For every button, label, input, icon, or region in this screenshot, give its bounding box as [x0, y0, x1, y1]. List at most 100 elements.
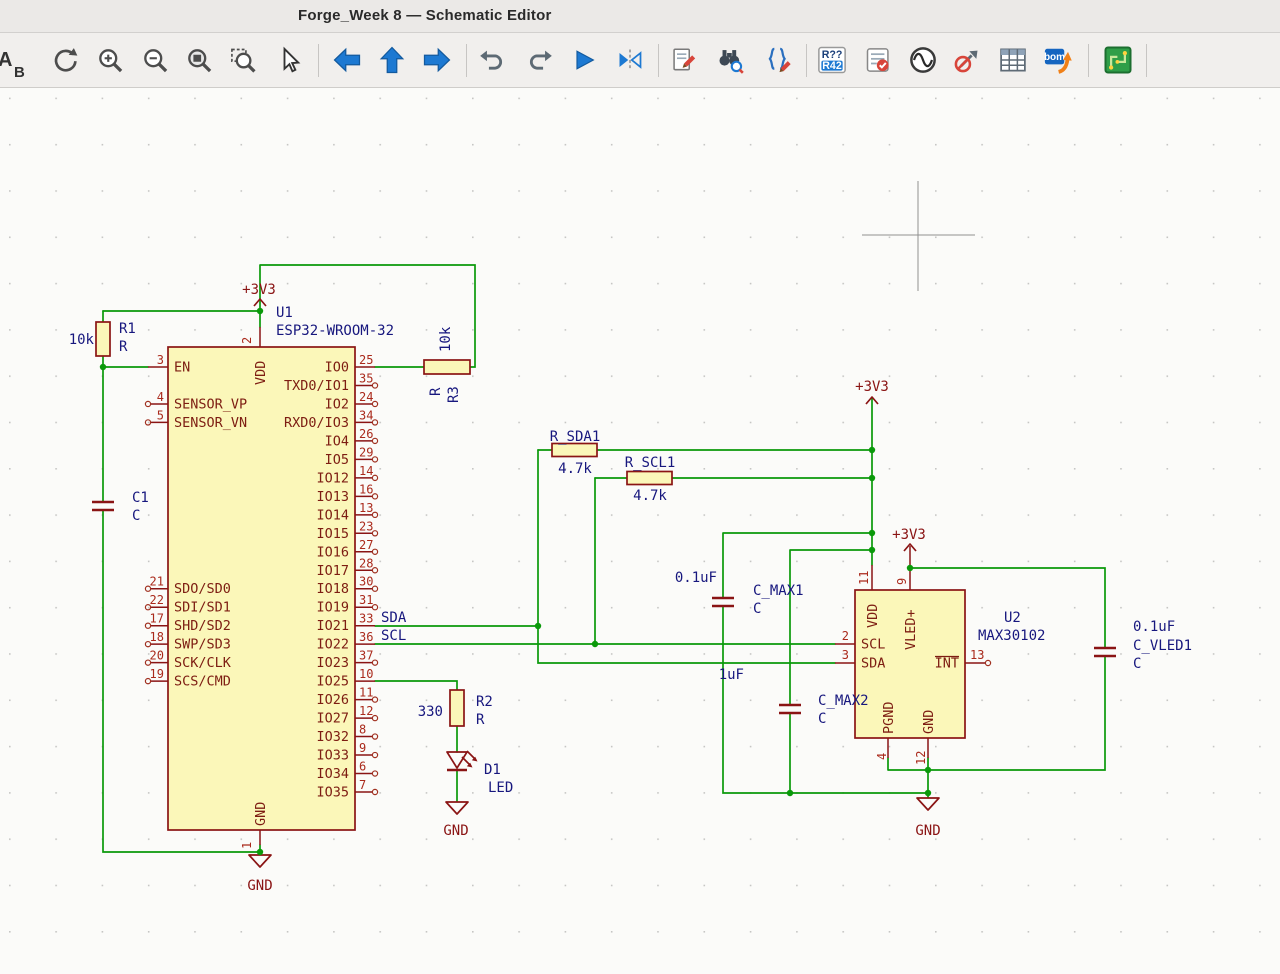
- u2-pin-name: GND: [921, 710, 937, 734]
- u1-pin-name: IO14: [316, 507, 349, 523]
- u1-pin-name: IO12: [316, 470, 349, 486]
- toolbar-separator: [466, 44, 467, 77]
- zoom-in-button[interactable]: [90, 40, 130, 80]
- u2-pin-name: VLED+: [903, 609, 919, 650]
- u1-pin-number: 4: [157, 390, 164, 404]
- u1-pin-name: IO27: [316, 711, 349, 727]
- c-max1-ref: C_MAX1: [753, 583, 804, 599]
- probe-disabled-button[interactable]: [947, 40, 987, 80]
- erc-check-button[interactable]: [858, 40, 898, 80]
- u1-pin-name: IO19: [316, 600, 349, 616]
- nav-back-button[interactable]: [327, 40, 367, 80]
- erc-pencil-button[interactable]: [664, 40, 704, 80]
- net-label-sda[interactable]: SDA: [381, 610, 407, 626]
- u2-pin-number: 4: [875, 753, 889, 760]
- find-button[interactable]: [710, 40, 750, 80]
- net-label-scl[interactable]: SCL: [381, 628, 406, 644]
- cursor-tool-button[interactable]: [268, 40, 308, 80]
- undo-button[interactable]: [473, 40, 513, 80]
- c-vled1-value: C: [1133, 656, 1141, 672]
- r-sda1-value: 4.7k: [558, 461, 592, 477]
- zoom-fit-button[interactable]: [179, 40, 219, 80]
- u1-pin-number: 1: [240, 842, 254, 849]
- u1-pin-number: 22: [150, 593, 164, 607]
- r3-value: R: [428, 387, 444, 396]
- gnd-label: GND: [443, 823, 468, 839]
- edit-graphics-button[interactable]: [759, 40, 799, 80]
- r-sda1-body[interactable]: [552, 444, 597, 457]
- u1-pin-name: IO25: [316, 674, 349, 690]
- toolbar: A B: [0, 33, 1280, 88]
- c-vled1-annotation: 0.1uF: [1133, 619, 1175, 635]
- nav-forward-button[interactable]: [417, 40, 457, 80]
- zoom-out-button[interactable]: [135, 40, 175, 80]
- u1-pin-name: SDI/SD1: [174, 600, 231, 616]
- u1-pin-number: 34: [359, 408, 373, 422]
- bom-button[interactable]: bom: [1038, 40, 1078, 80]
- d1-value: LED: [488, 780, 513, 796]
- u1-pin-number: 12: [359, 704, 373, 718]
- r2-body[interactable]: [450, 690, 464, 726]
- gnd-label: GND: [915, 823, 940, 839]
- u1-pin-number: 26: [359, 427, 373, 441]
- zoom-in-icon: [96, 46, 124, 74]
- schematic-canvas[interactable]: U1 ESP32-WROOM-32 VDD 2 GND 1 EN3SENSOR_…: [0, 88, 1280, 974]
- c1-ref: C1: [132, 490, 149, 506]
- u1-pin-name: IO23: [316, 655, 349, 671]
- u1-pin-name: IO34: [316, 766, 349, 782]
- u2-pin-number: 3: [842, 648, 849, 662]
- refresh-button[interactable]: [45, 40, 85, 80]
- u1-pin-number: 6: [359, 760, 366, 774]
- u1-pin-name: IO2: [325, 396, 349, 412]
- u1-pin-name: SCK/CLK: [174, 655, 232, 671]
- u1-pin-number: 29: [359, 445, 373, 459]
- u2-pin-name: PGND: [881, 701, 897, 734]
- u1-pin-number: 24: [359, 390, 373, 404]
- u1-pin-number: 2: [240, 337, 254, 344]
- u1-pin-number: 33: [359, 612, 373, 626]
- r3-body[interactable]: [424, 360, 470, 374]
- r3-ref: R3: [446, 386, 462, 403]
- u1-pin-number: 5: [157, 408, 164, 422]
- u1-pin-name: IO15: [316, 526, 349, 542]
- u1-pin-number: 14: [359, 464, 373, 478]
- r-scl1-body[interactable]: [627, 472, 672, 485]
- find-icon: [716, 46, 744, 74]
- c-max1-value: C: [753, 601, 761, 617]
- u1-value: ESP32-WROOM-32: [276, 323, 394, 339]
- u1-ref: U1: [276, 305, 293, 321]
- u1-pin-number: 23: [359, 519, 373, 533]
- pcb-editor-button[interactable]: [1098, 40, 1138, 80]
- annotate-button[interactable]: R?? R42: [812, 40, 852, 80]
- u1-pin-number: 10: [359, 667, 373, 681]
- u1-pin-number: 25: [359, 353, 373, 367]
- u1-pin-name: TXD0/IO1: [284, 378, 349, 394]
- u2-pin-number: 13: [970, 648, 984, 662]
- run-button[interactable]: [564, 40, 604, 80]
- u1-pin-name: IO35: [316, 784, 349, 800]
- u1-pin-name: SDO/SD0: [174, 581, 231, 597]
- r2-annotation: 330: [418, 704, 443, 720]
- text-tool-button[interactable]: A B: [0, 40, 26, 80]
- r-scl1-ref: R_SCL1: [625, 455, 676, 471]
- erc-check-icon: [864, 46, 892, 74]
- u1-pin-number: 21: [150, 575, 164, 589]
- r1-body[interactable]: [96, 322, 110, 356]
- u1-pin-number: 13: [359, 501, 373, 515]
- c1-value: C: [132, 508, 140, 524]
- zoom-out-icon: [141, 46, 169, 74]
- zoom-selection-button[interactable]: [223, 40, 263, 80]
- u1-pin-number: 28: [359, 556, 373, 570]
- nav-up-icon: [377, 45, 407, 75]
- simulator-button[interactable]: [903, 40, 943, 80]
- symbol-table-button[interactable]: [993, 40, 1033, 80]
- u1-pin-number: 3: [157, 353, 164, 367]
- u2-pin-name: SDA: [861, 656, 885, 672]
- redo-button[interactable]: [519, 40, 559, 80]
- u1-pin-number: 31: [359, 593, 373, 607]
- u1-pin-name: SENSOR_VN: [174, 415, 247, 431]
- mirror-button[interactable]: [610, 40, 650, 80]
- toolbar-separator: [1088, 44, 1089, 77]
- nav-up-button[interactable]: [372, 40, 412, 80]
- pcb-editor-icon: [1103, 45, 1133, 75]
